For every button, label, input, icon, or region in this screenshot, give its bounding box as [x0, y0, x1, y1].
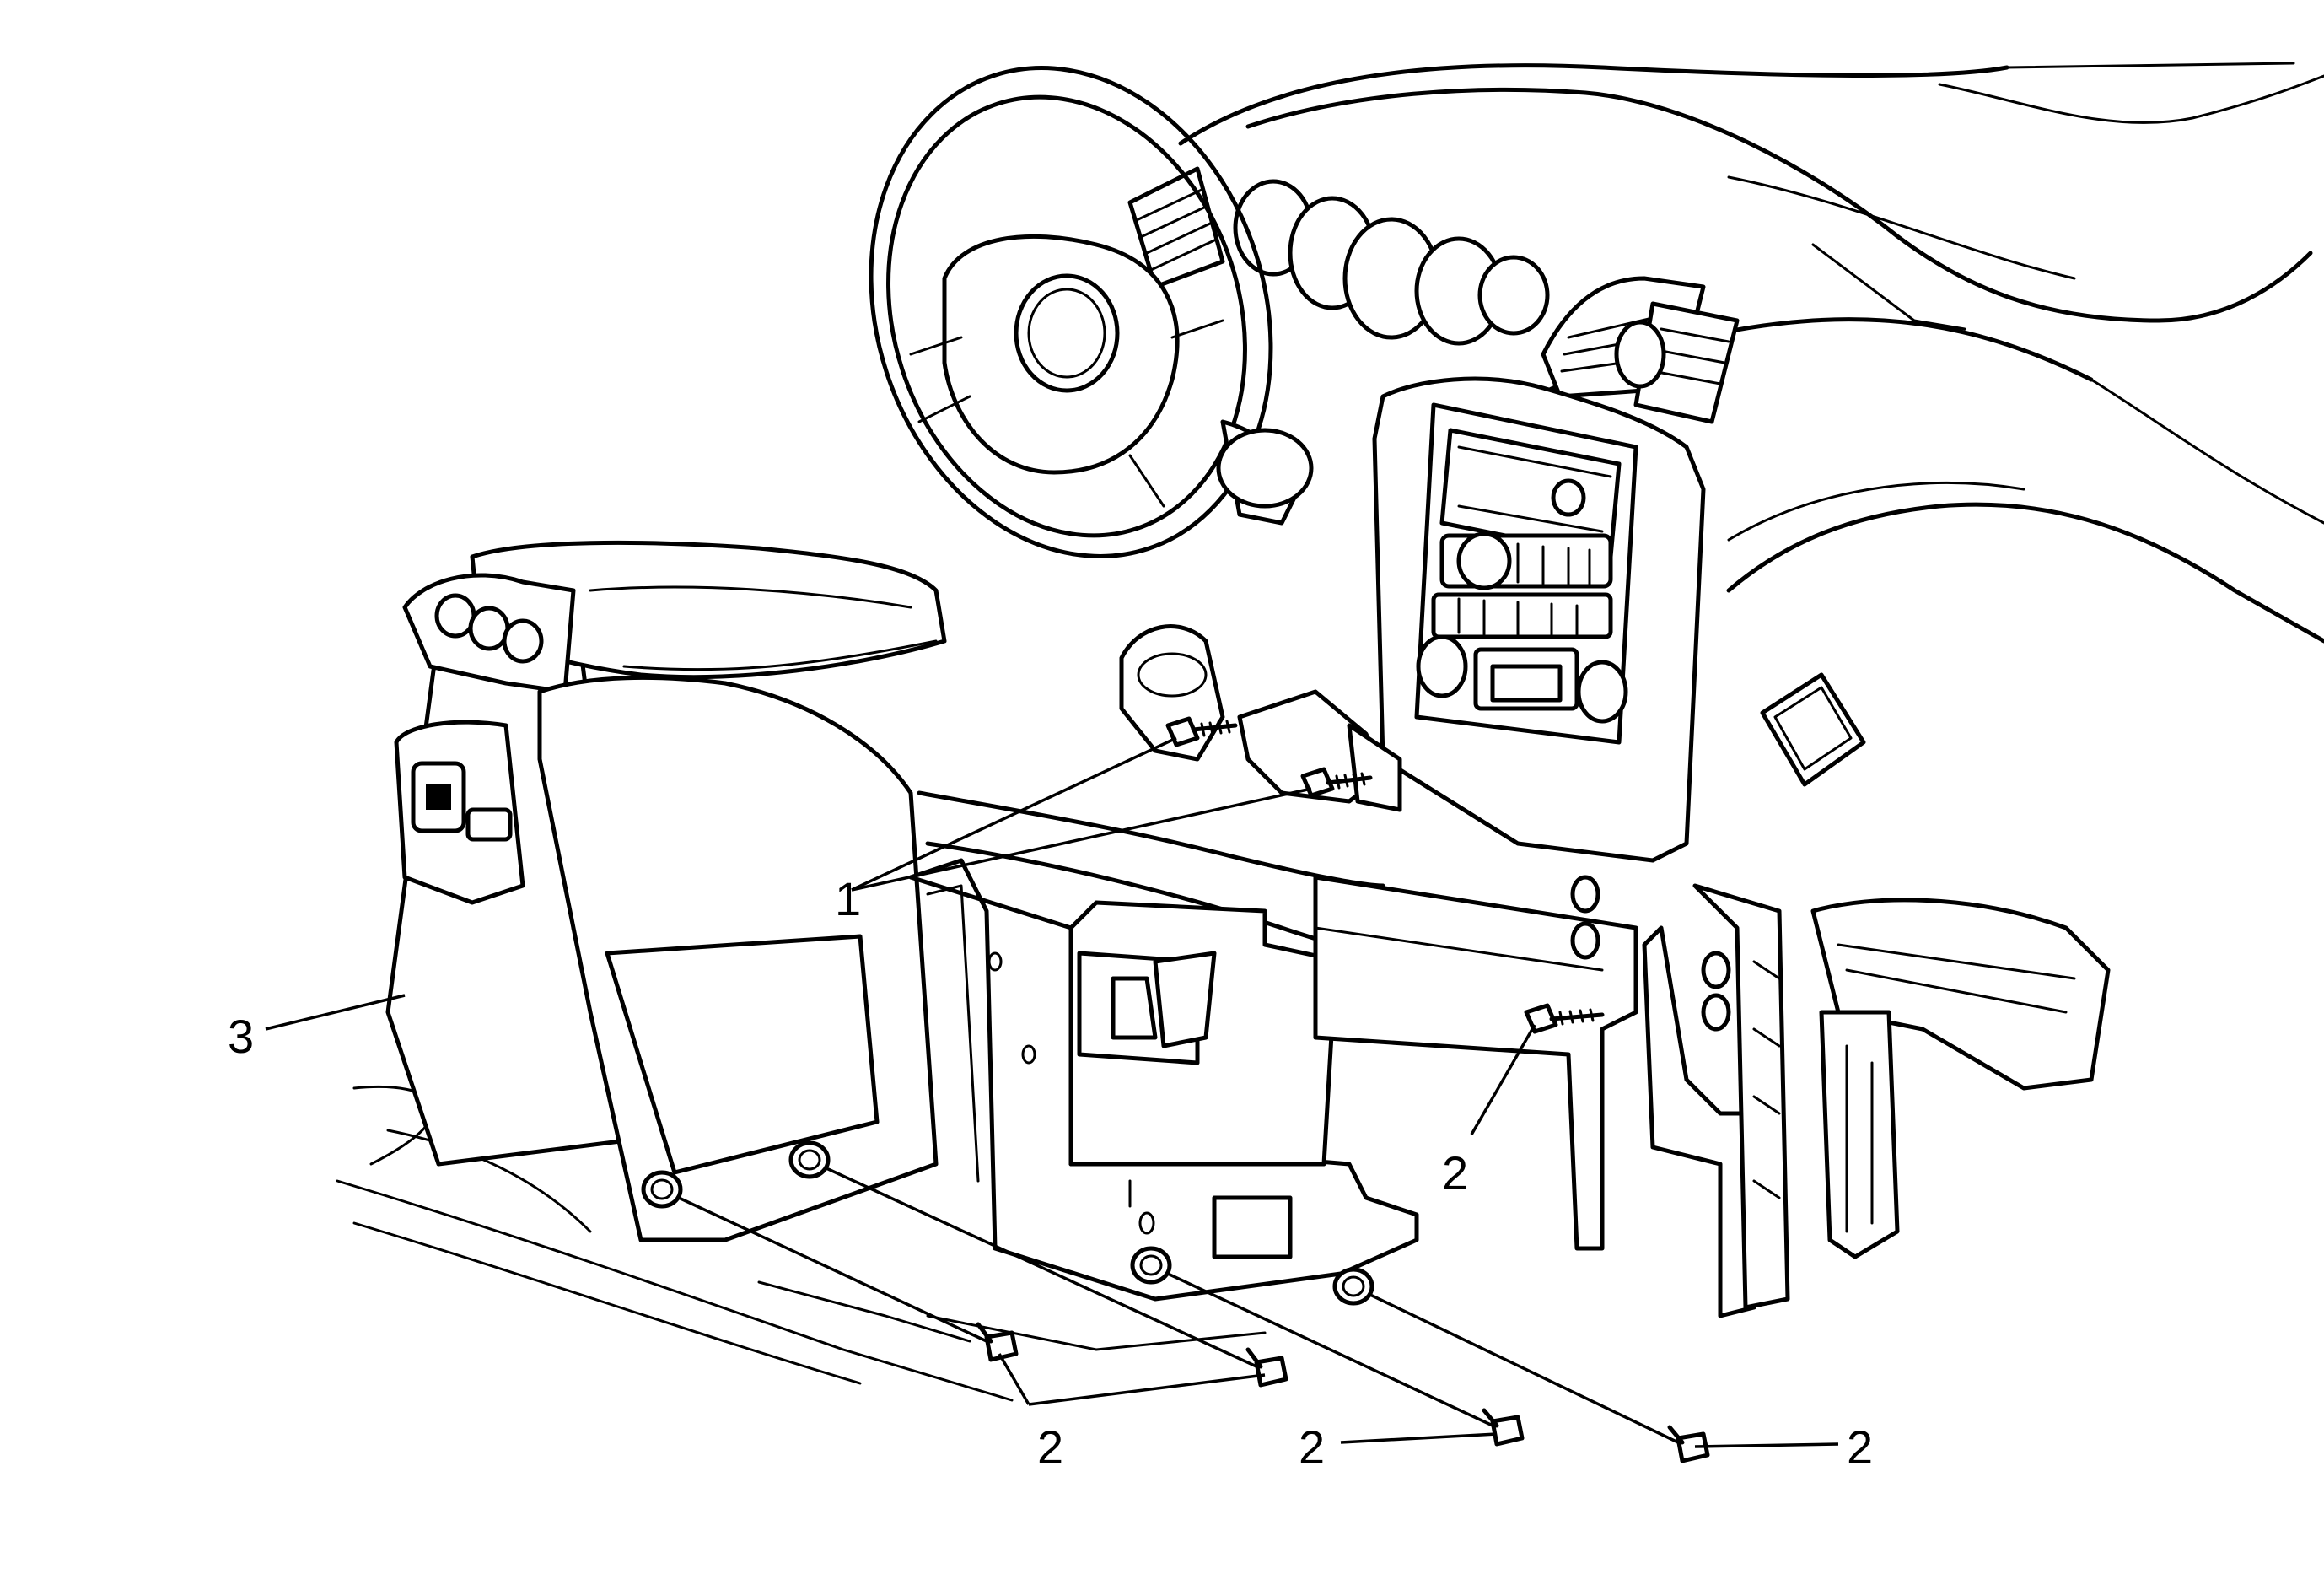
bolt-lower-2 [1245, 1347, 1288, 1388]
center-stack [1372, 376, 1706, 863]
floor-console [336, 540, 1402, 1402]
bolt-lower-1 [976, 1322, 1019, 1362]
callout-2-lower-center: 2 [1299, 1420, 1325, 1474]
leader-lines [265, 736, 1839, 1448]
callout-labels: 1 3 2 2 2 2 [228, 872, 1873, 1474]
callout-2-side-bracket: 2 [1442, 1146, 1468, 1199]
console-bracket [908, 689, 2111, 1318]
fasteners [641, 716, 1710, 1463]
instrument-panel [1127, 62, 2324, 787]
bolt-lower-3 [1482, 1408, 1525, 1447]
bolt-lower-4 [1667, 1425, 1710, 1463]
callout-2-lower-left: 2 [1037, 1420, 1063, 1474]
callout-1: 1 [835, 872, 861, 925]
steering-wheel [869, 66, 1314, 558]
callout-2-lower-right: 2 [1847, 1420, 1873, 1474]
callout-3: 3 [228, 1010, 254, 1063]
